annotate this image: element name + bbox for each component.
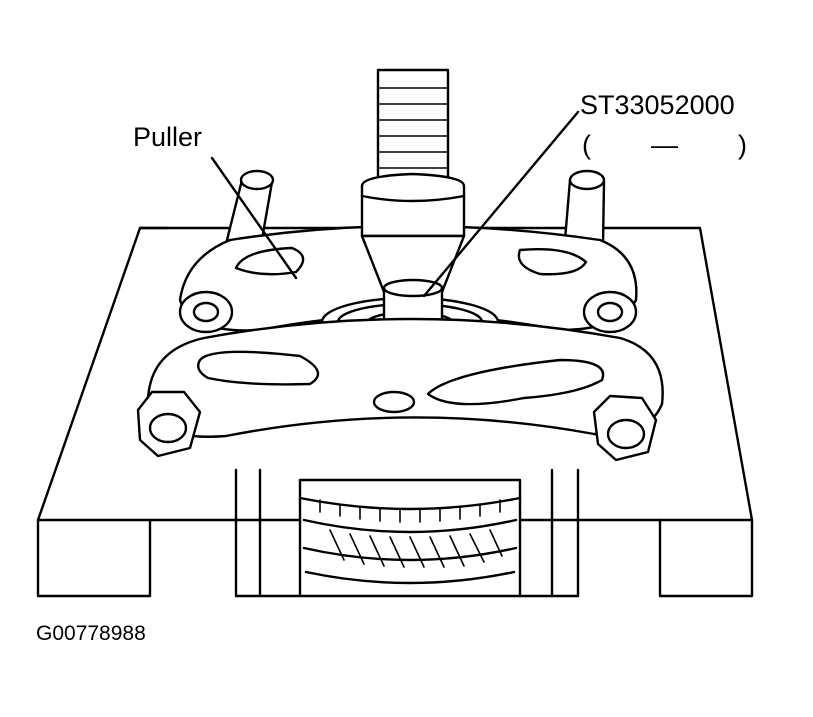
gear-stack [298, 478, 522, 598]
press-ram [360, 68, 466, 294]
tool-number-paren: ( — ) [582, 130, 747, 160]
puller-label: Puller [133, 122, 202, 152]
tool-number-label: ST33052000 [580, 90, 735, 120]
figure-id: G00778988 [36, 622, 146, 645]
puller-lower-arm [136, 317, 664, 462]
leader-lines [210, 110, 580, 298]
